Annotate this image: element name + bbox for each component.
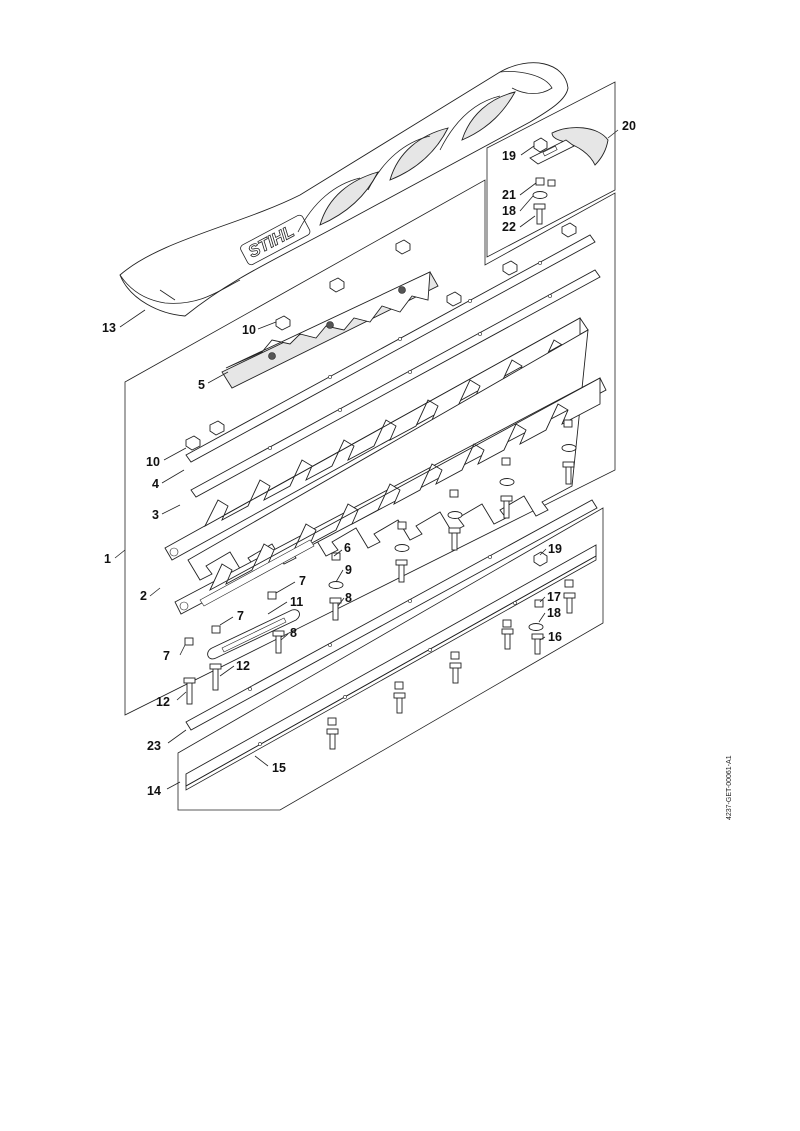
callout-16: 16 — [548, 630, 562, 644]
group-frame-14 — [177, 507, 604, 811]
callout-8a: 8 — [345, 591, 352, 605]
callout-15: 15 — [272, 761, 286, 775]
callout-17: 17 — [547, 590, 561, 604]
callout-12a: 12 — [236, 659, 250, 673]
top-strip — [185, 234, 596, 463]
spacer-plate — [190, 269, 601, 498]
callout-labels: 1 2 3 4 5 6 7 7 7 8 8 9 10 10 11 12 12 1… — [102, 119, 636, 798]
callout-22: 22 — [502, 220, 516, 234]
blade-guard: STIHL — [119, 62, 569, 317]
cutter-blade-lower — [174, 377, 607, 615]
group-frame-1 — [124, 179, 616, 716]
callout-13: 13 — [102, 321, 116, 335]
guide-bar — [185, 544, 597, 791]
callout-4: 4 — [152, 477, 159, 491]
callout-11: 11 — [290, 595, 303, 609]
callout-18b: 18 — [502, 204, 516, 218]
callout-6: 6 — [344, 541, 351, 555]
leader-lines — [114, 129, 619, 790]
callout-7a: 7 — [299, 574, 306, 588]
callout-7b: 7 — [237, 609, 244, 623]
callout-5: 5 — [198, 378, 205, 392]
callout-21: 21 — [502, 188, 516, 202]
document-code: 4237-GET-00061-A1 — [726, 755, 733, 820]
callout-3: 3 — [152, 508, 159, 522]
cutter-blade-upper — [164, 317, 589, 581]
callout-8b: 8 — [290, 626, 297, 640]
blade-support — [221, 271, 439, 389]
bottom-strip — [185, 499, 598, 731]
callout-10b: 10 — [146, 455, 160, 469]
small-guard-assembly — [529, 127, 609, 225]
callout-20: 20 — [622, 119, 636, 133]
callout-7c: 7 — [163, 649, 170, 663]
callout-12b: 12 — [156, 695, 170, 709]
callout-9: 9 — [345, 563, 352, 577]
callout-10a: 10 — [242, 323, 256, 337]
callout-1: 1 — [104, 552, 111, 566]
callout-19b: 19 — [502, 149, 516, 163]
fastener-set — [183, 179, 577, 705]
callout-19a: 19 — [548, 542, 562, 556]
callout-2: 2 — [140, 589, 147, 603]
callout-14: 14 — [147, 784, 161, 798]
group-frame-20 — [486, 81, 616, 258]
guide-fasteners — [528, 551, 576, 655]
nut-set — [185, 222, 577, 451]
callout-18a: 18 — [547, 606, 561, 620]
callout-23: 23 — [147, 739, 161, 753]
